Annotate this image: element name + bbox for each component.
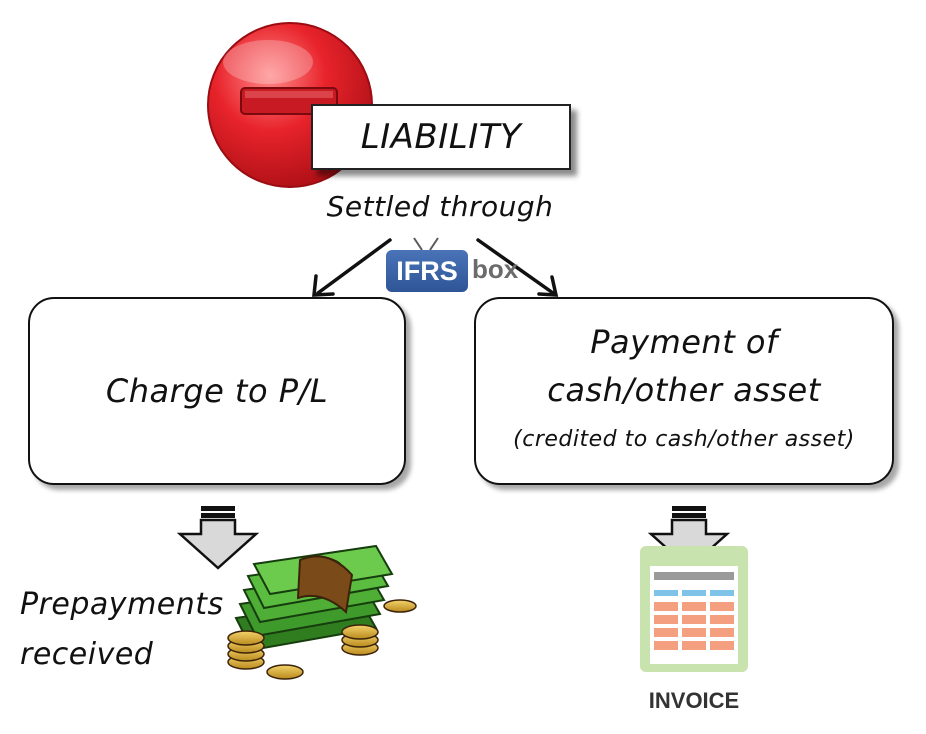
- ifrsbox-logo: IFRS box: [386, 250, 518, 292]
- invoice-icon: [640, 546, 748, 672]
- payment-box: Payment of cash/other asset (credited to…: [474, 297, 894, 485]
- charge-to-pl-label: Charge to P/L: [105, 372, 329, 410]
- right-branch-arrow: [476, 238, 559, 297]
- payment-line-1: Payment of: [590, 323, 778, 361]
- invoice-label: INVOICE: [648, 688, 740, 713]
- liability-title: LIABILITY: [360, 117, 522, 157]
- left-branch-arrow: [312, 238, 392, 297]
- logo-box-text: box: [472, 254, 519, 284]
- money-stack-icon: [227, 544, 417, 680]
- logo-antenna-icon: [413, 237, 439, 251]
- liability-box: LIABILITY: [311, 104, 571, 170]
- payment-line-2: cash/other asset: [547, 371, 821, 409]
- settled-through-label: Settled through: [326, 190, 554, 223]
- prepayments-line-1: Prepayments: [20, 587, 224, 622]
- payment-line-3: (credited to cash/other asset): [513, 427, 855, 452]
- down-arrow-icon: [176, 506, 260, 570]
- logo-ifrs-text: IFRS: [386, 250, 468, 292]
- charge-to-pl-box: Charge to P/L: [28, 297, 406, 485]
- prepayments-label: Prepayments received: [20, 580, 224, 680]
- prepayments-line-2: received: [20, 637, 154, 672]
